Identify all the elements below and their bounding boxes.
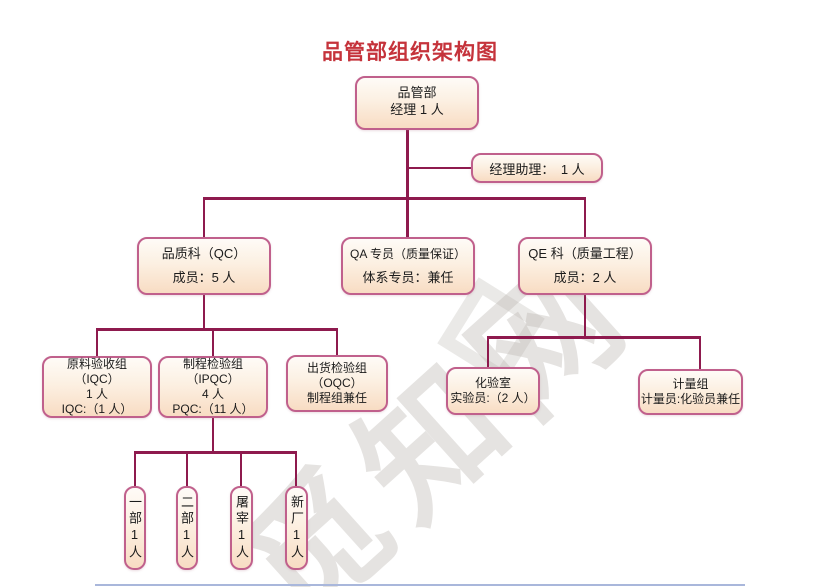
node-oqc: 出货检验组 （OQC） 制程组兼任	[286, 355, 388, 412]
node-label: 体系专员：兼任	[362, 270, 454, 285]
node-label: 新厂1人	[289, 495, 304, 561]
node-label: 一部1人	[127, 495, 142, 561]
connector-line	[203, 295, 205, 330]
connector-line	[584, 197, 586, 237]
node-qe: QE 科（质量工程） 成员：2 人	[518, 237, 652, 295]
node-label: PQC:（11 人）	[172, 402, 254, 416]
node-label: 屠宰1人	[234, 495, 249, 561]
node-label: 计量员:化验员兼任	[640, 392, 741, 406]
node-label: 成员：2 人	[553, 270, 617, 285]
node-dept4: 新厂1人	[285, 486, 308, 570]
connector-line	[406, 130, 409, 237]
connector-line	[584, 295, 586, 338]
node-dept3: 屠宰1人	[230, 486, 253, 570]
connector-line	[336, 328, 338, 355]
node-label: 品管部	[397, 85, 437, 100]
node-label: 成员：5 人	[172, 270, 236, 285]
node-manager: 品管部 经理 1 人	[355, 76, 479, 130]
node-label: 化验室	[474, 376, 511, 390]
bottom-page-rule	[95, 584, 745, 586]
node-label: QA 专员（质量保证）	[349, 247, 466, 261]
node-label: 品质科（QC）	[161, 246, 247, 261]
node-label: 经理助理： 1 人	[489, 161, 585, 177]
node-label: （OQC）	[311, 376, 363, 390]
node-label: 1 人	[85, 387, 108, 401]
connector-line	[186, 451, 188, 486]
node-lab: 化验室 实验员:（2 人）	[446, 367, 540, 415]
node-label: 实验员:（2 人）	[450, 391, 536, 405]
node-qa: QA 专员（质量保证） 体系专员：兼任	[341, 237, 475, 295]
connector-line	[487, 336, 701, 339]
node-label: 制程检验组	[182, 357, 243, 371]
connector-line	[203, 197, 586, 200]
connector-line	[134, 451, 136, 486]
connector-line	[406, 167, 472, 169]
node-label: 二部1人	[179, 495, 194, 561]
node-dept2: 二部1人	[176, 486, 198, 570]
connector-line	[240, 451, 242, 486]
node-dept1: 一部1人	[124, 486, 146, 570]
connector-line	[212, 418, 214, 453]
connector-line	[487, 336, 489, 367]
node-label: 制程组兼任	[306, 391, 367, 405]
connector-line	[295, 451, 297, 486]
connector-line	[699, 336, 701, 369]
node-iqc: 原料验收组 （IQC） 1 人 IQC:（1 人）	[42, 356, 152, 418]
connector-line	[134, 451, 297, 454]
connector-line	[96, 328, 98, 356]
node-label: 计量组	[672, 377, 709, 391]
connector-line	[96, 328, 338, 331]
node-label: 4 人	[201, 387, 224, 401]
node-ipqc: 制程检验组 （IPQC） 4 人 PQC:（11 人）	[158, 356, 268, 418]
node-assistant: 经理助理： 1 人	[471, 153, 603, 183]
node-qc: 品质科（QC） 成员：5 人	[137, 237, 271, 295]
connector-line	[203, 197, 205, 237]
node-label: IQC:（1 人）	[61, 402, 133, 416]
page-title: 品管部组织架构图	[322, 41, 498, 64]
node-label: 经理 1 人	[390, 102, 444, 117]
node-metrology: 计量组 计量员:化验员兼任	[638, 369, 743, 415]
node-label: （IQC）	[74, 372, 120, 386]
node-label: 原料验收组	[66, 357, 127, 371]
node-label: （IPQC）	[186, 372, 240, 386]
connector-line	[212, 328, 214, 356]
node-label: QE 科（质量工程）	[528, 246, 642, 261]
node-label: 出货检验组	[306, 361, 367, 375]
